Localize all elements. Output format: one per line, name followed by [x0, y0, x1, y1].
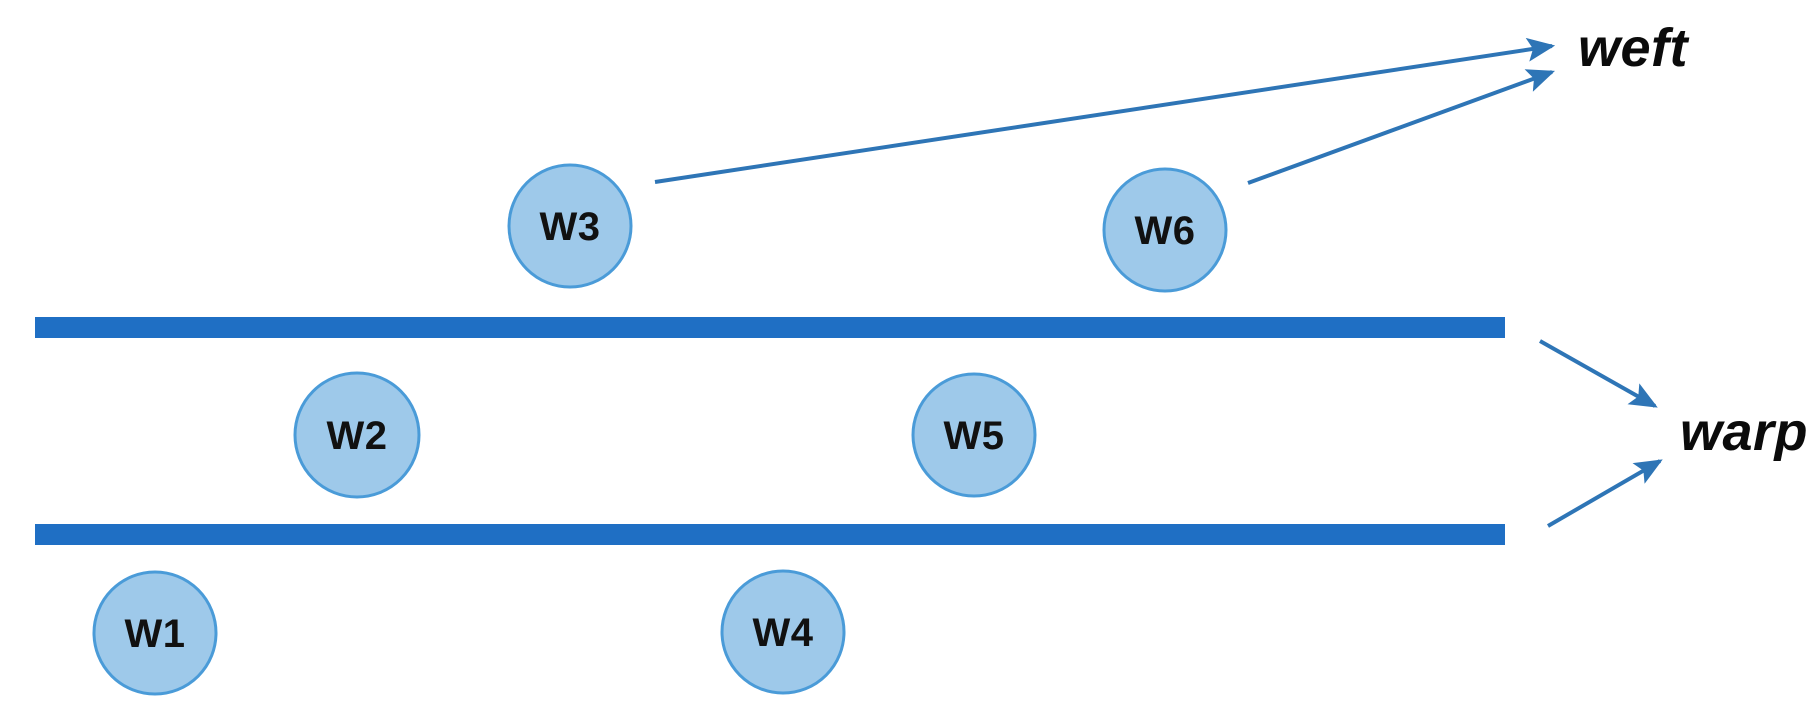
yarn-node-w5[interactable]: W5 — [911, 372, 1037, 498]
yarn-node-label: W1 — [125, 612, 186, 656]
yarn-node-circle[interactable] — [293, 371, 421, 499]
yarn-node-circle[interactable] — [92, 570, 218, 696]
yarn-node-circle[interactable] — [507, 163, 633, 289]
yarn-node-label: W5 — [944, 414, 1005, 458]
warp-arrow-upper — [1539, 339, 1658, 408]
lower-warp-bar — [35, 524, 1505, 545]
yarn-node-w1[interactable]: W1 — [92, 570, 218, 696]
yarn-node-w4[interactable]: W4 — [720, 569, 846, 695]
yarn-node-circle[interactable] — [911, 372, 1037, 498]
weft-arrow-from-w6 — [1247, 69, 1556, 185]
yarn-node-w3[interactable]: W3 — [507, 163, 633, 289]
yarn-node-circle[interactable] — [720, 569, 846, 695]
yarn-node-label: W6 — [1135, 209, 1196, 253]
yarn-node-label: W4 — [753, 611, 814, 655]
yarn-node-circle[interactable] — [1102, 167, 1228, 293]
yarn-nodes-group: W1 W2 W3 W4 W5 W6 — [92, 163, 1228, 696]
warp-arrow-lower — [1546, 459, 1663, 528]
arrows-group — [654, 37, 1663, 528]
weft-arrow-from-w3 — [654, 37, 1556, 184]
yarn-node-label: W2 — [327, 414, 388, 458]
warp-bars-group — [35, 317, 1505, 545]
weft-label: weft — [1578, 18, 1690, 78]
axis-labels-group: weft warp — [1578, 18, 1808, 462]
upper-warp-bar — [35, 317, 1505, 338]
yarn-node-w6[interactable]: W6 — [1102, 167, 1228, 293]
yarn-node-label: W3 — [540, 205, 601, 249]
warp-label: warp — [1680, 402, 1808, 462]
yarn-node-w2[interactable]: W2 — [293, 371, 421, 499]
